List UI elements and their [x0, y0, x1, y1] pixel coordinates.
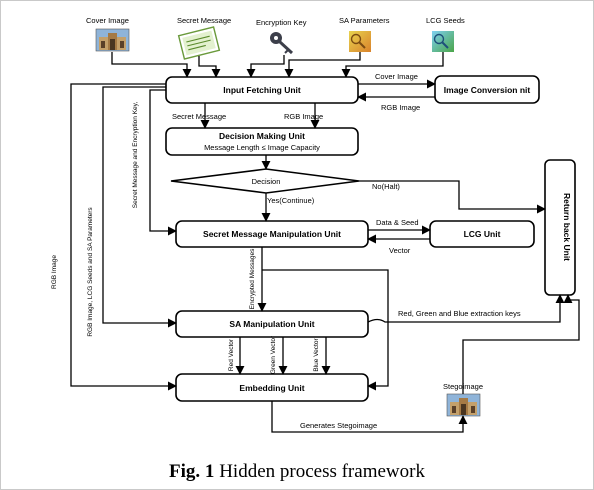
extraction-keys-label: Red, Green and Blue extraction keys	[398, 309, 521, 318]
decision-making-condition: Message Length ≤ Image Capacity	[204, 143, 320, 152]
yes-continue-label: Yes(Continue)	[267, 196, 315, 205]
rgb-lcg-sa-label: RGB Image, LCG Seeds and SA Parameters	[87, 207, 94, 337]
blue-vector-label: Blue Vector	[313, 338, 320, 372]
no-halt-label: No(Halt)	[372, 182, 400, 191]
secret-message-label: Secret Message	[177, 16, 231, 25]
lcg-unit-label: LCG Unit	[464, 229, 501, 239]
document-icon	[177, 26, 221, 60]
image-conversion-unit	[434, 75, 540, 104]
encryption-key-connector	[246, 55, 285, 78]
generates-stegoimage-label: Generates Stegoimage	[300, 421, 377, 430]
secret-message-and-key-label: Secret Message and Encryption Key,	[132, 102, 139, 209]
input-fetching-unit-label: Input Fetching Unit	[223, 85, 301, 95]
sa-parameters-connector	[284, 52, 361, 78]
secret-message-manipulation-unit-label: Secret Message Manipulation Unit	[203, 229, 341, 239]
figure-caption: Fig. 1 Hidden process framework	[169, 461, 425, 482]
rgb-image-left-label: RGB Image	[51, 255, 58, 289]
figure-caption-number: Fig. 1	[169, 461, 214, 482]
sa-manipulation-unit-label: SA Manipulation Unit	[229, 319, 314, 329]
extraction-keys-route	[367, 294, 565, 323]
magnifier-icon	[432, 31, 454, 52]
rgb-image-back-label: RGB Image	[381, 103, 420, 112]
lcg-seeds-label: LCG Seeds	[426, 16, 465, 25]
embedding-unit-label: Embedding Unit	[239, 383, 304, 393]
decision-making-unit	[165, 127, 359, 156]
red-vector-label: Red Vector	[228, 338, 235, 371]
decision-label: Decision	[252, 177, 281, 186]
return-back-unit-label: Return back Unit	[562, 193, 572, 261]
secret-message-edge-label: Secret Message	[172, 112, 226, 121]
stegoimage-to-return-back-route	[462, 294, 580, 394]
no-halt-arrow	[359, 180, 546, 214]
encrypted-messages-label: Encrypted Messages	[249, 248, 256, 309]
rgb-lcg-sa-route	[102, 86, 177, 328]
decision-making-unit-label: Decision Making Unit	[219, 131, 305, 141]
sa-parameters-label: SA Parameters	[339, 16, 390, 25]
encryption-key-label: Encryption Key	[256, 18, 307, 27]
secret-message-connector	[198, 56, 221, 78]
generates-stegoimage-route	[271, 401, 468, 433]
data-seed-label: Data & Seed	[376, 218, 419, 227]
lcg-seeds-connector	[341, 52, 444, 78]
rgb-image-left-route	[70, 83, 177, 391]
cover-image-label: Cover Image	[86, 16, 129, 25]
cover-image-connector	[111, 52, 192, 78]
rgb-image-edge-label: RGB Image	[284, 112, 323, 121]
secret-message-and-key-route	[149, 89, 177, 236]
building-photo-icon	[446, 393, 481, 417]
figure-caption-text: Hidden process framework	[214, 461, 425, 482]
cover-image-edge-label: Cover Image	[375, 72, 418, 81]
encrypted-messages-to-embedding-route	[262, 269, 389, 391]
magnifier-icon	[349, 31, 371, 52]
key-icon	[270, 32, 294, 55]
image-conversion-unit-label: Image Conversion nit	[444, 85, 531, 95]
vector-label: Vector	[389, 246, 411, 255]
green-vector-label: Green Vector	[270, 335, 277, 374]
building-photo-icon	[95, 28, 130, 52]
